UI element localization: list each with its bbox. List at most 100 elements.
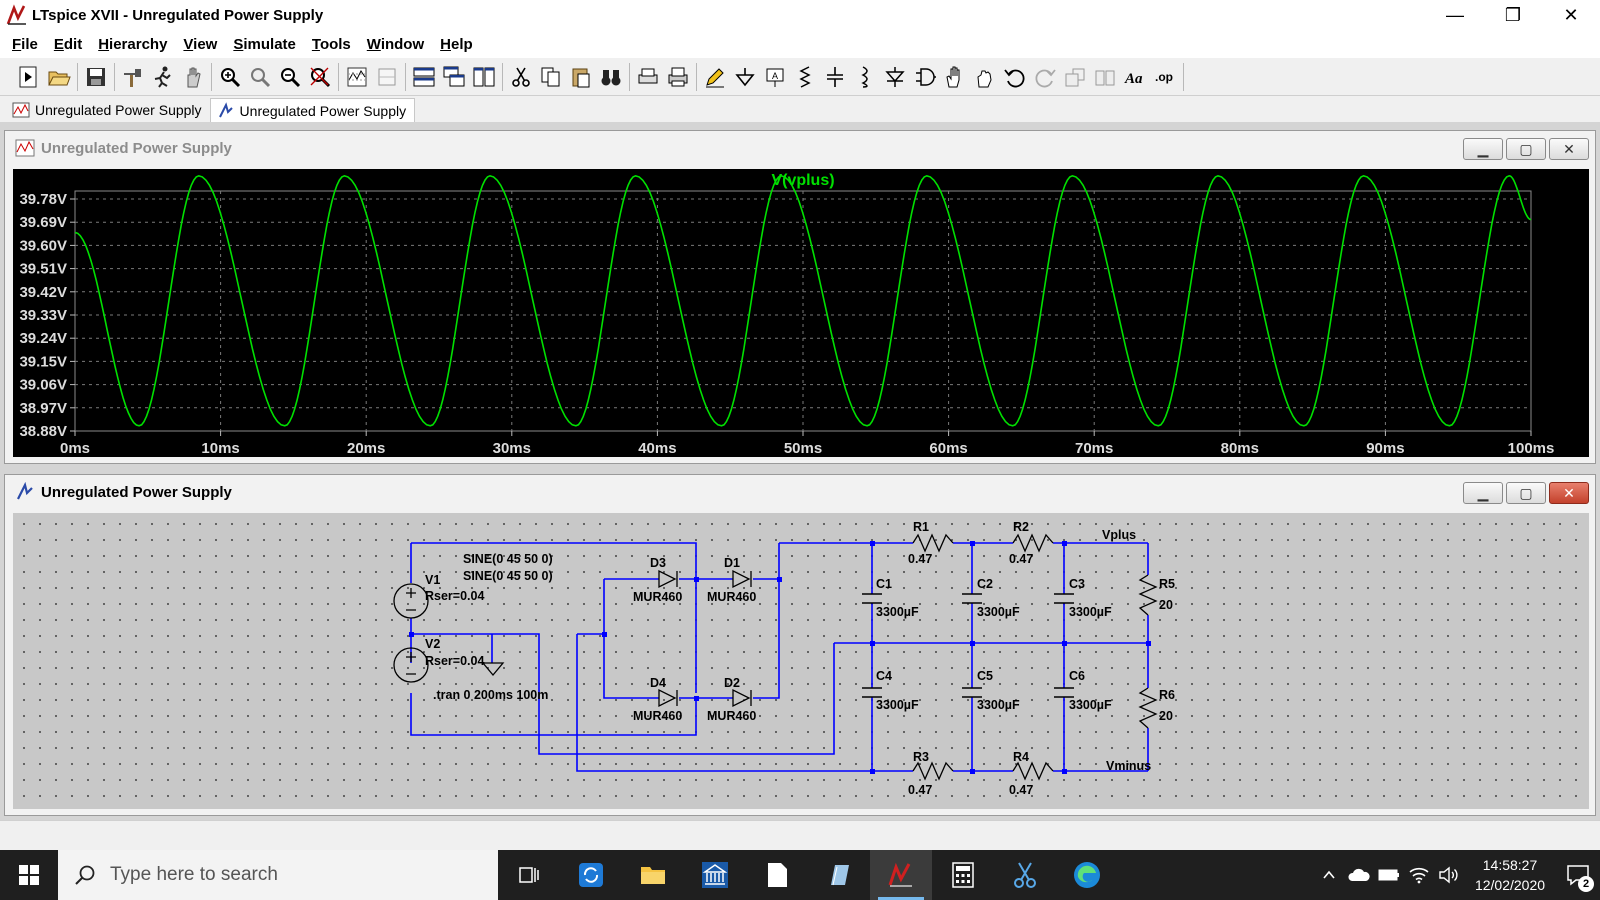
d3-ref-label: D3 <box>650 556 666 570</box>
zoom-in-button[interactable] <box>215 62 245 92</box>
waveform-close-button[interactable]: ✕ <box>1549 138 1589 160</box>
draw-wire-button[interactable] <box>700 62 730 92</box>
component-button[interactable] <box>910 62 940 92</box>
autorange-button[interactable] <box>342 62 372 92</box>
undo-icon <box>1004 68 1025 87</box>
waveform-window-caption[interactable]: Unregulated Power Supply ▁ ▢ ✕ <box>5 131 1595 165</box>
spice-op-icon: .op <box>1155 70 1173 84</box>
move-button[interactable] <box>940 62 970 92</box>
halt-button[interactable] <box>178 62 208 92</box>
taskbar-bank-app[interactable] <box>684 850 746 900</box>
ground-button[interactable] <box>730 62 760 92</box>
sync-app-icon <box>579 863 603 887</box>
tray-expand-button[interactable] <box>1314 850 1344 900</box>
menu-view[interactable]: View <box>183 35 218 53</box>
tab-schematic[interactable]: Unregulated Power Supply <box>209 98 416 122</box>
tray-network[interactable] <box>1404 850 1434 900</box>
taskbar-calculator[interactable] <box>932 850 994 900</box>
menu-help[interactable]: Help <box>440 35 473 53</box>
taskbar-ltspice[interactable] <box>870 850 932 900</box>
menu-window[interactable]: Window <box>366 35 425 53</box>
zoom-out-button[interactable] <box>275 62 305 92</box>
spice-directive-button[interactable]: .op <box>1150 62 1180 92</box>
menu-tools[interactable]: Tools <box>311 35 351 53</box>
menu-simulate[interactable]: Simulate <box>233 35 296 53</box>
plot-settings-button[interactable] <box>372 62 402 92</box>
notification-center-button[interactable]: 2 <box>1556 850 1600 900</box>
y-tick-label: 39.69V <box>19 214 67 231</box>
r2-value-label: 0.47 <box>1009 552 1033 566</box>
taskbar-clock[interactable]: 14:58:27 12/02/2020 <box>1464 855 1556 895</box>
x-tick-label: 60ms <box>929 440 967 457</box>
schematic-minimize-button[interactable]: ▁ <box>1463 482 1503 504</box>
print-setup-button[interactable] <box>633 62 663 92</box>
open-button[interactable] <box>44 62 74 92</box>
resistor-button[interactable] <box>790 62 820 92</box>
r3-value-label: 0.47 <box>908 783 932 797</box>
taskbar-document-app[interactable] <box>746 850 808 900</box>
schematic-window-caption[interactable]: Unregulated Power Supply ▁ ▢ ✕ <box>5 475 1595 509</box>
cascade-button[interactable] <box>439 62 469 92</box>
find-button[interactable] <box>596 62 626 92</box>
text-button[interactable]: Aa <box>1120 62 1150 92</box>
taskbar-file-explorer[interactable] <box>622 850 684 900</box>
run-button[interactable] <box>148 62 178 92</box>
label-net-icon: A <box>766 68 784 87</box>
cut-button[interactable] <box>506 62 536 92</box>
menu-file[interactable]: File <box>12 35 38 53</box>
pan-button[interactable] <box>245 62 275 92</box>
tile-horizontal-button[interactable] <box>409 62 439 92</box>
d2-ref-label: D2 <box>724 676 740 690</box>
waveform-maximize-button[interactable]: ▢ <box>1506 138 1546 160</box>
taskbar-snipping-tool[interactable] <box>994 850 1056 900</box>
copy-button[interactable] <box>536 62 566 92</box>
mirror-button[interactable] <box>1090 62 1120 92</box>
drag-button[interactable] <box>970 62 1000 92</box>
tile-vertical-button[interactable] <box>469 62 499 92</box>
tile-horizontal-icon <box>413 67 435 86</box>
print-button[interactable] <box>663 62 693 92</box>
undo-button[interactable] <box>1000 62 1030 92</box>
ltspice-logo-icon <box>4 2 30 28</box>
diode-button[interactable] <box>880 62 910 92</box>
schematic-close-button[interactable]: ✕ <box>1549 482 1589 504</box>
close-button[interactable]: ✕ <box>1563 4 1579 25</box>
running-man-icon <box>154 66 171 88</box>
tab-waveform[interactable]: Unregulated Power Supply <box>6 98 210 122</box>
d1-model-label: MUR460 <box>707 590 756 604</box>
redo-button[interactable] <box>1030 62 1060 92</box>
control-panel-button[interactable] <box>118 62 148 92</box>
tray-onedrive[interactable] <box>1344 850 1374 900</box>
schematic-canvas[interactable]: SINE(0 45 50 0) SINE(0 45 50 0) V1 Rser=… <box>13 513 1589 809</box>
maximize-button[interactable]: ❐ <box>1504 4 1522 25</box>
label-net-button[interactable]: A <box>760 62 790 92</box>
tray-volume[interactable] <box>1434 850 1464 900</box>
new-schematic-button[interactable] <box>14 62 44 92</box>
minimize-button[interactable]: — <box>1446 4 1464 25</box>
taskbar-notes-app[interactable] <box>808 850 870 900</box>
y-tick-label: 39.24V <box>19 330 67 347</box>
capacitor-button[interactable] <box>820 62 850 92</box>
taskbar-sync-app[interactable] <box>560 850 622 900</box>
rotate-button[interactable] <box>1060 62 1090 92</box>
inductor-button[interactable] <box>850 62 880 92</box>
task-view-button[interactable] <box>498 850 560 900</box>
start-button[interactable] <box>0 850 58 900</box>
y-tick-label: 39.60V <box>19 237 67 254</box>
paste-button[interactable] <box>566 62 596 92</box>
zoom-fit-button[interactable] <box>305 62 335 92</box>
schematic-drawing[interactable]: SINE(0 45 50 0) SINE(0 45 50 0) V1 Rser=… <box>13 513 1589 809</box>
taskbar-edge[interactable] <box>1056 850 1118 900</box>
menu-hierarchy[interactable]: Hierarchy <box>98 35 168 53</box>
diode-symbols <box>658 569 752 708</box>
taskbar-search-box[interactable]: Type here to search <box>58 850 498 900</box>
save-button[interactable] <box>81 62 111 92</box>
tray-battery[interactable] <box>1374 850 1404 900</box>
schematic-maximize-button[interactable]: ▢ <box>1506 482 1546 504</box>
menu-edit[interactable]: Edit <box>53 35 83 53</box>
folder-icon <box>641 867 665 884</box>
c4-value-label: 3300µF <box>876 698 919 712</box>
waveform-minimize-button[interactable]: ▁ <box>1463 138 1503 160</box>
